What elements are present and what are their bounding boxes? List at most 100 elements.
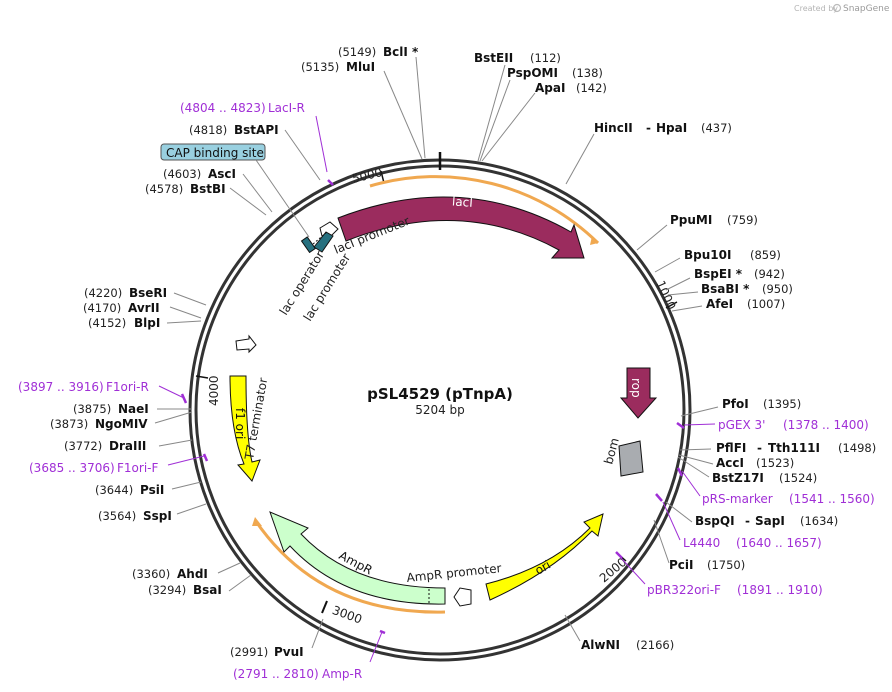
site-ppumi[interactable]: PpuMI (759) [670, 213, 758, 227]
site-pspomi[interactable]: PspOMI (138) [507, 66, 603, 80]
t7-terminator-arrow [235, 334, 257, 354]
primer-range: (4804 .. 4823) [180, 101, 266, 115]
site-bstapi[interactable]: (4818) BstAPI [189, 123, 279, 137]
site-name: BspEI * [694, 267, 743, 281]
site-pflfi-tth111i[interactable]: PflFI - Tth111I (1498) [716, 441, 876, 455]
site-bspqi-sapi[interactable]: BspQI - SapI (1634) [695, 514, 838, 528]
site-pos: (759) [727, 213, 758, 227]
site-hincii-hpai[interactable]: HincII - HpaI (437) [594, 121, 732, 135]
site-pos: (859) [750, 248, 781, 262]
site-pos: (950) [762, 282, 793, 296]
leader-bstz17i [677, 456, 710, 478]
site-ahdi[interactable]: (3360) AhdI [132, 567, 208, 581]
site-pfoi[interactable]: PfoI (1395) [722, 397, 801, 411]
site-afei[interactable]: AfeI (1007) [706, 297, 785, 311]
site-pos: (1523) [756, 456, 794, 470]
leader-hincii [565, 133, 595, 185]
site-apai[interactable]: ApaI (142) [535, 81, 607, 95]
site-name: NgoMIV [95, 417, 148, 431]
primer-l4440[interactable]: L4440 (1640 .. 1657) [683, 536, 822, 550]
site-name: Bpu10I [684, 248, 731, 262]
feature-rop[interactable]: rop [619, 367, 658, 419]
plasmid-name: pSL4529 (pTnpA) [367, 385, 513, 403]
primer-f1ori-r[interactable]: (3897 .. 3916) F1ori-R [18, 380, 149, 394]
site-beseri[interactable]: (4220) BseRI [84, 286, 167, 300]
site-naei[interactable]: (3875) NaeI [73, 402, 149, 416]
primer-leader-laci-r [315, 115, 328, 173]
leader-alwni [564, 614, 581, 642]
cap-leader-line [255, 159, 310, 238]
site-pos: (3564) [98, 509, 136, 523]
site-sep: - [745, 514, 750, 528]
site-pos: (5135) [301, 60, 339, 74]
leader-bspei [665, 277, 691, 291]
feature-ori[interactable]: ori [485, 513, 604, 601]
f1-ori-label: f1 ori [233, 408, 247, 439]
cap-binding-site-label: CAP binding site [166, 146, 264, 160]
site-name2: Tth111I [768, 441, 820, 455]
site-bcli[interactable]: (5149) BclI * [338, 45, 419, 59]
leader-bcli [415, 56, 426, 159]
primer-range: (1378 .. 1400) [783, 418, 869, 432]
feature-ampr[interactable]: AmpR [252, 511, 446, 614]
primer-pgex3[interactable]: pGEX 3' (1378 .. 1400) [718, 418, 869, 432]
credit-brand: SnapGene [843, 4, 890, 14]
site-acci[interactable]: AccI (1523) [716, 456, 794, 470]
leader-beseri [173, 292, 207, 306]
site-bspei[interactable]: BspEI * (942) [694, 267, 785, 281]
site-asci[interactable]: (4603) AscI [163, 167, 236, 181]
site-leader-lines [154, 56, 719, 649]
site-ngomiv[interactable]: (3873) NgoMIV [50, 417, 148, 431]
ampr-orf-arc [253, 519, 446, 614]
site-avrii[interactable]: (4170) AvrII [83, 301, 160, 315]
primer-pbr322ori-f[interactable]: pBR322ori-F (1891 .. 1910) [647, 583, 823, 597]
leader-pflfi [679, 448, 712, 451]
tick-1000-mark [665, 301, 678, 309]
leader-bstbi [229, 187, 267, 216]
leader-blpi [166, 320, 202, 324]
feature-f1-ori[interactable]: f1 ori [229, 375, 261, 482]
site-pvui[interactable]: (2991) PvuI [230, 645, 304, 659]
primer-prs-marker[interactable]: pRS-marker (1541 .. 1560) [702, 492, 875, 506]
site-psii[interactable]: (3644) PsiI [95, 483, 164, 497]
site-name: BlpI [134, 316, 160, 330]
site-name: BseRI [129, 286, 167, 300]
site-bsai[interactable]: (3294) BsaI [148, 583, 222, 597]
site-alwni[interactable]: AlwNI (2166) [581, 638, 674, 652]
feature-bom[interactable]: bom [601, 436, 644, 477]
feature-lacI[interactable]: lacI [337, 175, 600, 259]
site-bsteii[interactable]: BstEII (112) [474, 51, 561, 65]
site-pos: (4603) [163, 167, 201, 181]
site-name: HincII [594, 121, 633, 135]
primer-amp-r[interactable]: (2791 .. 2810) Amp-R [233, 667, 362, 681]
ori-arrow [485, 513, 604, 601]
ori-label: ori [533, 558, 554, 578]
site-bstz17i[interactable]: BstZ17I (1524) [712, 471, 817, 485]
site-pos: (1395) [763, 397, 801, 411]
lacI-orf-arc [369, 175, 600, 245]
primer-range: (1640 .. 1657) [736, 536, 822, 550]
site-pcii[interactable]: PciI (1750) [669, 558, 745, 572]
site-pos: (1498) [838, 441, 876, 455]
site-sep: - [757, 441, 762, 455]
tick-1000: 1000 [653, 278, 678, 312]
site-blpi[interactable]: (4152) BlpI [88, 316, 160, 330]
primer-laci-r[interactable]: (4804 .. 4823) LacI-R [180, 101, 305, 115]
plasmid-title-block: pSL4529 (pTnpA) 5204 bp [367, 385, 513, 417]
site-pos: (4152) [88, 316, 126, 330]
site-mlui[interactable]: (5135) MluI [301, 60, 375, 74]
site-bpu10i[interactable]: Bpu10I (859) [684, 248, 781, 262]
site-bsabi[interactable]: BsaBI * (950) [701, 282, 793, 296]
plasmid-backbone [188, 152, 692, 662]
primer-mark-f1ori-r [180, 393, 188, 404]
primer-f1ori-f[interactable]: (3685 .. 3706) F1ori-F [29, 461, 158, 475]
site-draiii[interactable]: (3772) DraIII [64, 439, 146, 453]
ampr-arrow [269, 511, 446, 605]
primer-name: F1ori-F [117, 461, 158, 475]
site-sspi[interactable]: (3564) SspI [98, 509, 172, 523]
site-pos: (3294) [148, 583, 186, 597]
site-pos: (1524) [779, 471, 817, 485]
cap-binding-site-callout[interactable]: CAP binding site [160, 143, 310, 238]
lac-promoter-dashes [312, 231, 328, 245]
site-bstbi[interactable]: (4578) BstBI [145, 182, 226, 196]
